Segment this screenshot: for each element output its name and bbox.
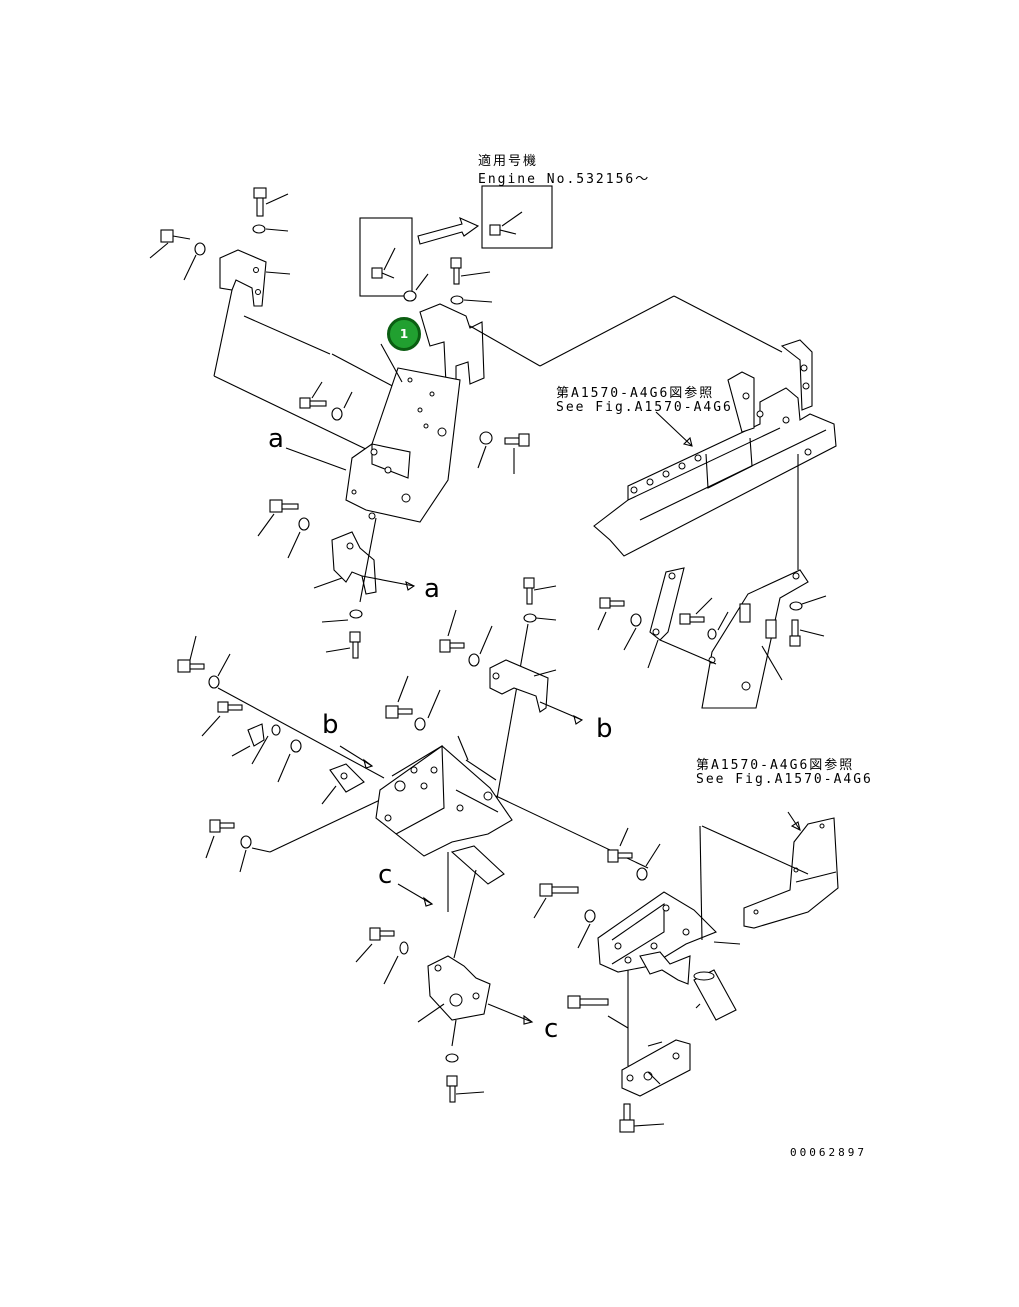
drawing-number: 00062897 [790, 1146, 867, 1159]
view-label-a-target: a [424, 574, 440, 604]
assembly-lines-top [213, 289, 401, 453]
engine-change-inset [359, 185, 553, 297]
view-label-b: b [322, 710, 339, 740]
view-label-a: a [268, 424, 284, 454]
bolt-group-top-left [149, 187, 291, 307]
see-figure-ref-jp-lower[interactable]: 第A1570-A4G6図参照 [696, 758, 855, 773]
see-figure-ref-upper[interactable]: See Fig.A1570-A4G6 [556, 400, 733, 415]
see-figure-ref-lower[interactable]: See Fig.A1570-A4G6 [696, 772, 873, 787]
upper-bracket-bolts [285, 381, 530, 474]
upper-mount-bracket [345, 257, 783, 523]
bracket-c [355, 927, 534, 1103]
bracket-b [439, 577, 584, 805]
view-label-c: c [378, 860, 393, 890]
part-callout-marker[interactable]: 1 [387, 317, 421, 351]
view-label-b-target: b [596, 714, 613, 744]
right-lower-assembly [533, 827, 741, 1133]
center-support-bracket [339, 675, 649, 959]
bracket-a [257, 499, 416, 659]
right-frame-lower [699, 811, 839, 941]
applicable-serial-heading: 適用号機 [478, 154, 539, 169]
view-label-c-target: c [544, 1014, 559, 1044]
engine-number-note: Engine No.532156～ [478, 172, 651, 187]
see-figure-ref-jp-upper[interactable]: 第A1570-A4G6図参照 [556, 386, 715, 401]
right-frame-upper [593, 339, 837, 570]
left-middle-bolts [177, 635, 385, 873]
right-side-plates [597, 567, 827, 709]
